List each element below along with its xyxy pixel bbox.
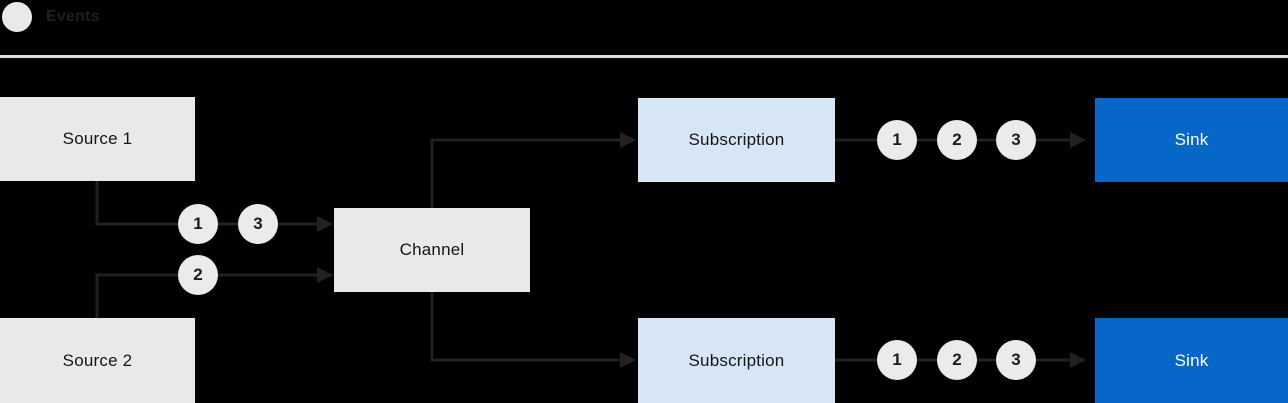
- edge-channel-to-subscription1: [430, 132, 636, 208]
- node-subscription-2-label: Subscription: [688, 350, 785, 370]
- node-source-1-label: Source 1: [62, 129, 133, 148]
- edge-source2-to-channel: [95, 267, 333, 318]
- node-sink-1: Sink: [1095, 98, 1288, 182]
- event-badge: 2: [937, 340, 977, 380]
- event-badge: 3: [996, 120, 1036, 160]
- legend-label: Events: [46, 8, 100, 25]
- node-source-2: Source 2: [0, 318, 195, 403]
- node-subscription-1: Subscription: [638, 98, 835, 182]
- event-badge: 1: [178, 204, 218, 244]
- node-sink-2: Sink: [1095, 318, 1288, 403]
- legend: Events: [2, 2, 100, 32]
- event-badge: 3: [238, 204, 278, 244]
- node-channel: Channel: [334, 208, 530, 292]
- edge-channel-to-subscription2: [430, 292, 636, 368]
- event-badge: 2: [178, 255, 218, 295]
- event-badge: 3: [996, 340, 1036, 380]
- node-channel-label: Channel: [399, 240, 465, 259]
- event-badge: 2: [937, 120, 977, 160]
- divider: [0, 55, 1288, 58]
- event-badge: 1: [877, 340, 917, 380]
- node-source-1: Source 1: [0, 97, 195, 181]
- event-badge: 1: [877, 120, 917, 160]
- node-sink-2-label: Sink: [1174, 350, 1209, 370]
- node-sink-1-label: Sink: [1174, 130, 1209, 149]
- event-circle-icon: [2, 2, 32, 32]
- node-subscription-1-label: Subscription: [688, 130, 785, 149]
- node-source-2-label: Source 2: [62, 350, 133, 370]
- node-subscription-2: Subscription: [638, 318, 835, 403]
